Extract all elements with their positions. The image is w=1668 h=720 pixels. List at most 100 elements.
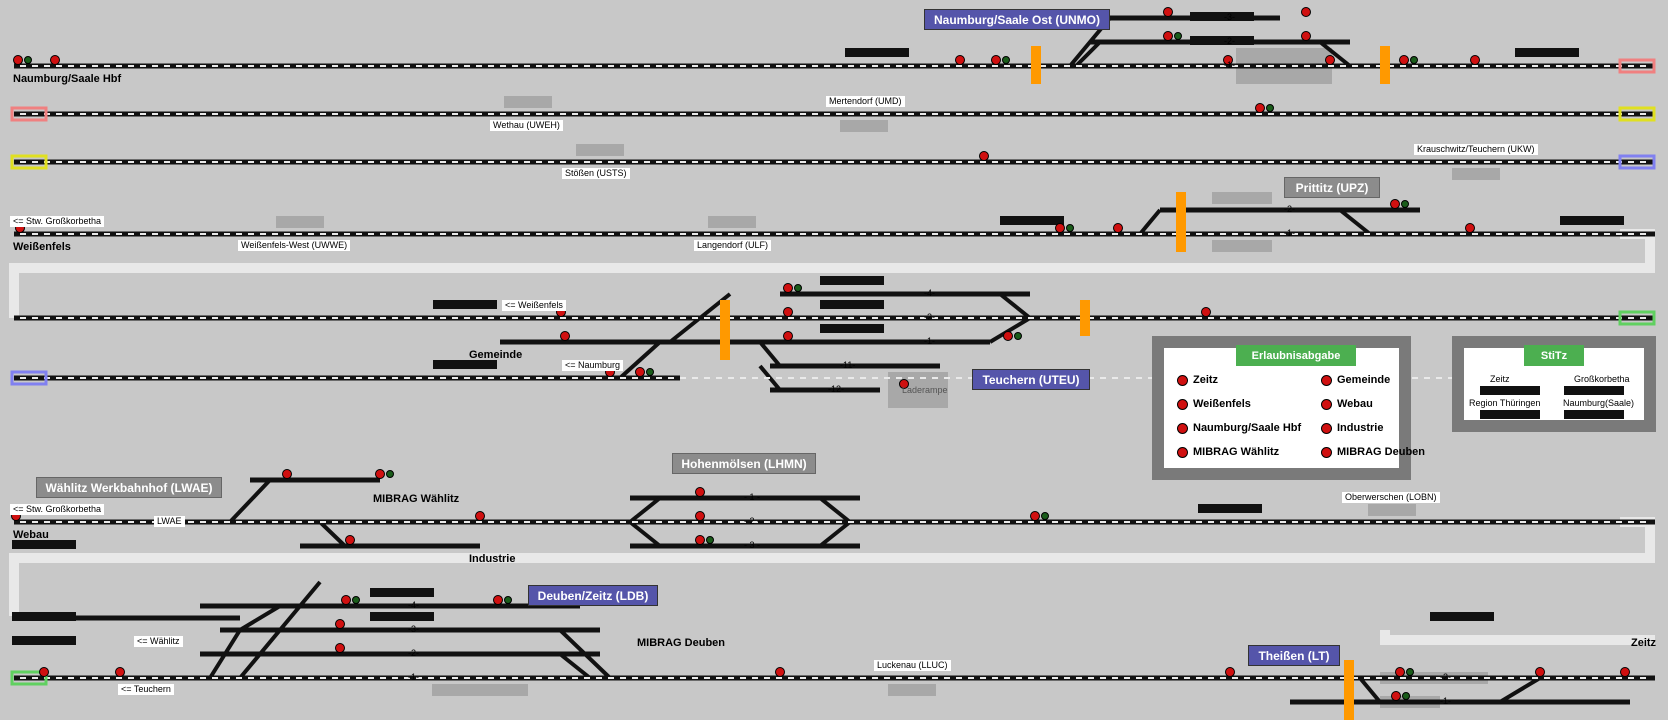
signal-38[interactable] (39, 667, 49, 677)
label-luckenau: Luckenau (LLUC) (874, 660, 951, 671)
signal-28[interactable] (635, 367, 654, 377)
signal-46[interactable] (1395, 667, 1414, 677)
track-number-unmo-2: -2- (1224, 36, 1235, 46)
station-naumburg-hbf: Naumburg/Saale Hbf (13, 73, 122, 85)
signal-47[interactable] (1535, 667, 1545, 677)
signal-39[interactable] (115, 667, 125, 677)
signal-23[interactable] (783, 307, 793, 317)
signal-8[interactable] (1470, 55, 1480, 65)
label-mertendorf: Mertendorf (UMD) (826, 96, 905, 107)
signal-32[interactable] (475, 511, 485, 521)
erlaubnis-item-webau[interactable]: Webau (1321, 398, 1373, 410)
station-gemeinde: Gemeinde (469, 349, 523, 361)
signal-5[interactable] (1223, 55, 1233, 65)
signal-40[interactable] (341, 595, 360, 605)
signal-34[interactable] (375, 469, 394, 479)
signal-43[interactable] (493, 595, 512, 605)
signal-17[interactable] (1113, 223, 1123, 233)
signal-12[interactable] (1301, 31, 1311, 41)
signal-dot-icon (1321, 374, 1332, 386)
counter-block-17[interactable] (1430, 612, 1494, 621)
counter-block-10[interactable] (433, 300, 497, 309)
signal-49[interactable] (1391, 691, 1410, 701)
counter-block-5[interactable] (1000, 216, 1064, 225)
label-to-waehlitz: <= Wählitz (134, 636, 183, 647)
counter-block-4[interactable] (1190, 36, 1254, 45)
track-number-lt-1: -1- (1440, 696, 1451, 706)
signal-7[interactable] (1399, 55, 1418, 65)
signal-29[interactable] (695, 487, 705, 497)
counter-block-8[interactable] (820, 300, 884, 309)
signal-44[interactable] (775, 667, 785, 677)
counter-block-15[interactable] (370, 588, 434, 597)
signal-13[interactable] (1255, 103, 1274, 113)
counter-block-3[interactable] (1190, 12, 1254, 21)
signal-22[interactable] (783, 283, 802, 293)
counter-block-12[interactable] (1198, 504, 1262, 513)
track-number-ldb-2: -2- (408, 648, 419, 658)
signal-3[interactable] (955, 55, 965, 65)
label-grosskorbetha-2: <= Stw. Großkorbetha (10, 504, 105, 515)
signal-14[interactable] (979, 151, 989, 161)
label-to-teuchern: <= Teuchern (118, 684, 174, 695)
erlaubnis-item-naumburg[interactable]: Naumburg/Saale Hbf (1177, 422, 1301, 434)
signal-dot-icon (1177, 398, 1188, 410)
header-naumburg-ost: Naumburg/Saale Ost (UNMO) (924, 9, 1110, 30)
stitz-counter-naumburg[interactable] (1564, 410, 1624, 419)
signal-1[interactable] (13, 55, 32, 65)
signal-2[interactable] (50, 55, 60, 65)
erlaubnis-item-gemeinde[interactable]: Gemeinde (1321, 374, 1390, 386)
stitz-counter-grosskorbetha[interactable] (1564, 386, 1624, 395)
signal-33[interactable] (282, 469, 292, 479)
signal-26[interactable] (1201, 307, 1211, 317)
track-number-upz-2: -2- (1284, 204, 1295, 214)
signal-45[interactable] (1225, 667, 1235, 677)
erlaubnis-item-industrie[interactable]: Industrie (1321, 422, 1383, 434)
label-krauschwitz: Krauschwitz/Teuchern (UKW) (1414, 144, 1538, 155)
signal-24[interactable] (783, 331, 793, 341)
signal-11[interactable] (1301, 7, 1311, 17)
header-teuchern: Teuchern (UTEU) (972, 369, 1090, 390)
signal-50[interactable] (899, 379, 909, 389)
station-webau: Webau (13, 529, 49, 541)
signal-25[interactable] (1003, 331, 1022, 341)
erlaubnis-item-weissenfels[interactable]: Weißenfels (1177, 398, 1251, 410)
signal-31[interactable] (695, 535, 714, 545)
counter-block-6[interactable] (1560, 216, 1624, 225)
counter-block-9[interactable] (820, 324, 884, 333)
stitz-counter-zeitz[interactable] (1480, 386, 1540, 395)
signal-4[interactable] (991, 55, 1010, 65)
counter-block-2[interactable] (1515, 48, 1579, 57)
signal-37[interactable] (1030, 511, 1049, 521)
signal-dot-icon (1321, 398, 1332, 410)
signal-10[interactable] (1163, 31, 1182, 41)
signal-18[interactable] (1465, 223, 1475, 233)
stitz-counter-thueringen[interactable] (1480, 410, 1540, 419)
signal-35[interactable] (345, 535, 355, 545)
signal-6[interactable] (1325, 55, 1335, 65)
station-mibrag-waehlitz: MIBRAG Wählitz (373, 493, 460, 505)
counter-block-13[interactable] (12, 540, 76, 549)
counter-block-11[interactable] (433, 360, 497, 369)
track-number-lhmn-2: - 2 - (744, 516, 761, 526)
counter-block-16[interactable] (370, 612, 434, 621)
erlaubnis-item-mibrag-waehlitz[interactable]: MIBRAG Wählitz (1177, 446, 1279, 458)
label-wethau: Wethau (UWEH) (490, 120, 563, 131)
counter-block-1[interactable] (845, 48, 909, 57)
signal-19[interactable] (1390, 199, 1409, 209)
signal-21[interactable] (560, 331, 570, 341)
erlaubnis-item-zeitz[interactable]: Zeitz (1177, 374, 1218, 386)
signal-42[interactable] (335, 643, 345, 653)
track-sleepers (20, 65, 1646, 679)
erlaubnis-item-mibrag-deuben[interactable]: MIBRAG Deuben (1321, 446, 1425, 458)
signal-16[interactable] (1055, 223, 1074, 233)
signal-30[interactable] (695, 511, 705, 521)
signal-41[interactable] (335, 619, 345, 629)
signal-9[interactable] (1163, 7, 1173, 17)
counter-block-18[interactable] (12, 636, 76, 645)
signal-48[interactable] (1620, 667, 1630, 677)
track-number-lt-2: -2- (1440, 672, 1451, 682)
counter-block-14[interactable] (12, 612, 76, 621)
counter-block-7[interactable] (820, 276, 884, 285)
